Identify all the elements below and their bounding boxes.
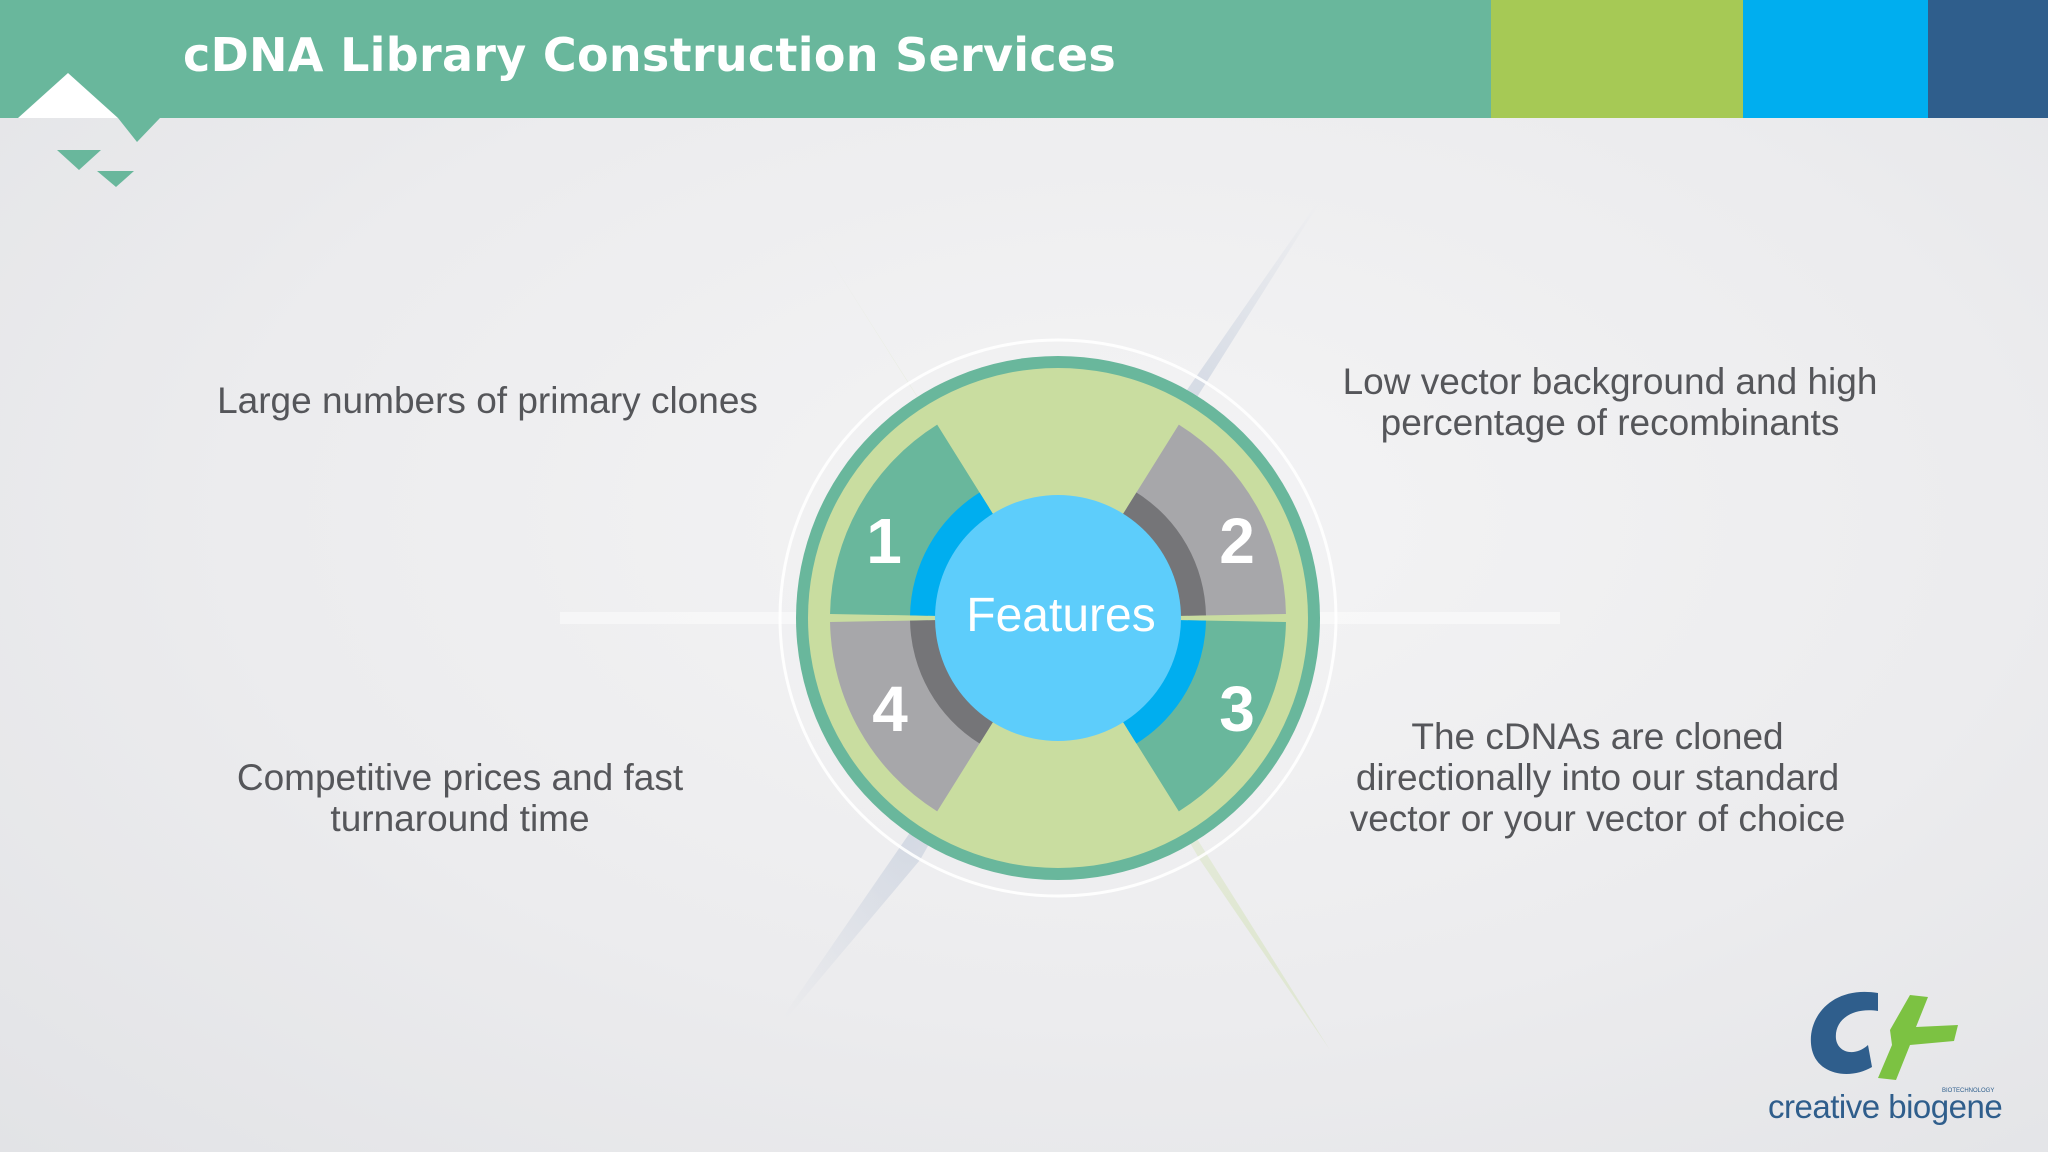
segment-3 xyxy=(1126,620,1286,812)
segment-4-inner-arc xyxy=(910,620,996,744)
segment-number-1: 1 xyxy=(866,505,902,577)
segment-2 xyxy=(1126,424,1286,616)
center-label: Features xyxy=(966,589,1155,642)
outer-ring-white xyxy=(778,338,1338,898)
center-circle xyxy=(935,495,1181,741)
logo-tagline: BIOTECHNOLOGY xyxy=(1942,1088,1995,1094)
logo-plus-mark xyxy=(1878,995,1958,1080)
feature-text-1: Large numbers of primary clones xyxy=(217,380,758,421)
header-triangle-decoration xyxy=(18,73,160,187)
page-title: cDNA Library Construction Services xyxy=(183,28,1117,82)
segment-number-4: 4 xyxy=(872,673,908,745)
segment-number-2: 2 xyxy=(1219,505,1255,577)
segment-1-inner-arc xyxy=(910,492,996,616)
logo-wordmark: creative biogene xyxy=(1768,1088,2003,1125)
accent-block-cyan xyxy=(1743,0,1928,118)
logo-c-mark xyxy=(1810,991,1878,1074)
accent-block-green xyxy=(1491,0,1743,118)
accent-block-navy xyxy=(1928,0,2048,118)
segment-2-inner-arc xyxy=(1120,492,1206,616)
header-bar: cDNA Library Construction Services xyxy=(0,0,2048,118)
segment-1 xyxy=(830,424,990,616)
segment-4 xyxy=(830,620,990,812)
segment-number-3: 3 xyxy=(1219,673,1255,745)
segment-3-inner-arc xyxy=(1120,620,1206,744)
company-logo xyxy=(1810,991,1958,1080)
